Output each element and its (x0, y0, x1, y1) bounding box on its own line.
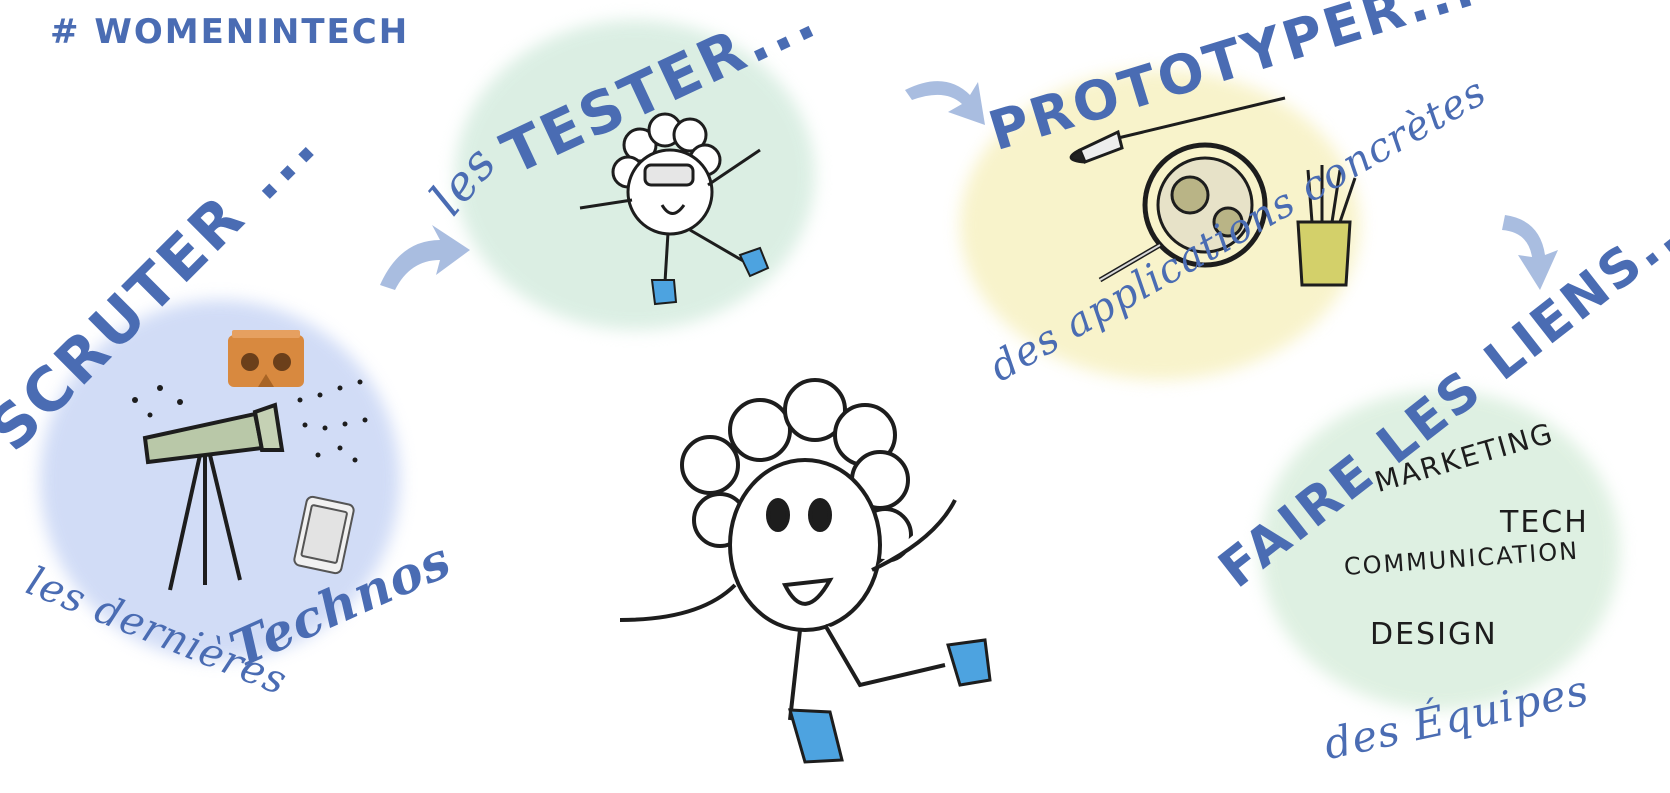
step4-item-tech: TECH (1500, 505, 1589, 540)
arrow-icon (905, 81, 985, 125)
blue-blob (40, 300, 400, 660)
magnifier-icon (1098, 142, 1268, 283)
vr-headset-icon (228, 330, 304, 387)
telescope-icon (142, 402, 285, 591)
arrow-icon (380, 225, 470, 290)
boot (650, 279, 678, 306)
mint-blob (1260, 390, 1620, 710)
brush-pot-icon (1296, 165, 1357, 287)
boot (787, 708, 844, 764)
arrow-icon (1502, 215, 1558, 290)
boot (946, 638, 992, 687)
step4-item-design: DESIGN (1370, 617, 1498, 652)
paintbrush-icon (1069, 96, 1286, 164)
boot (738, 246, 770, 278)
star-dots (132, 379, 368, 463)
hashtag: # WOMENINTECH (50, 12, 410, 52)
small-mascot (579, 112, 761, 283)
big-mascot (619, 378, 957, 721)
tablet-icon (293, 495, 355, 575)
yellow-blob (960, 70, 1360, 380)
